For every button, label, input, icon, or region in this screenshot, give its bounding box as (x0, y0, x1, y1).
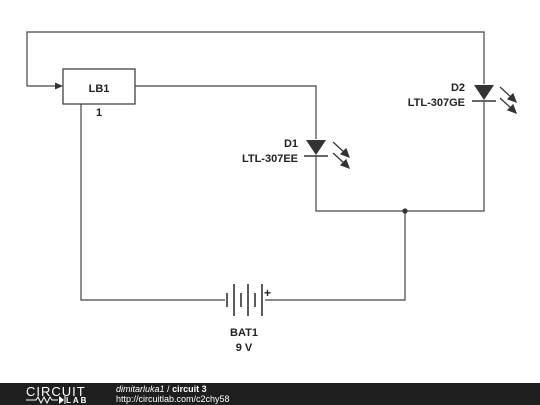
lb1-component[interactable]: LB1 1 (62, 68, 136, 119)
d2-emission-arrows-icon (499, 86, 518, 115)
battery-bg (225, 283, 265, 317)
arrow-into-lb1 (55, 82, 63, 90)
d1-led[interactable]: D1 LTL-307EE (242, 138, 351, 170)
bat1-name-label: BAT1 (230, 327, 258, 339)
d1-name-label: D1 (284, 138, 298, 150)
circuit-url-link[interactable]: http://circuitlab.com/c2chy58 (116, 394, 230, 404)
logo-resistor-icon (26, 395, 66, 405)
wire-junction-d2 (405, 102, 485, 212)
d1-part-label: LTL-307EE (242, 153, 298, 165)
lb1-box (62, 68, 136, 105)
wires (26, 31, 485, 301)
d1-emission-arrows-icon (332, 141, 351, 170)
d2-led-triangle-icon (474, 85, 494, 100)
bat1-value-label: 9 V (236, 342, 253, 354)
wire-d1-junction (315, 156, 405, 212)
circuitlab-logo[interactable]: CIRCUIT LAB (26, 384, 106, 405)
d2-name-label: D2 (451, 82, 465, 94)
wire-bat-lb1 (80, 104, 227, 301)
logo-top-text: CIRCUIT (26, 384, 86, 399)
d1-led-triangle-icon (306, 140, 326, 155)
wire-junction-bat (262, 211, 406, 301)
junction-dot (402, 208, 408, 214)
wire-lb1-d1 (135, 85, 317, 139)
footer-bar: CIRCUIT LAB dimitarluka1 / circuit 3 htt… (0, 383, 540, 405)
bat1-battery[interactable]: + BAT1 9 V (225, 283, 271, 354)
credits: dimitarluka1 / circuit 3 http://circuitl… (116, 384, 230, 404)
d2-part-label: LTL-307GE (408, 97, 465, 109)
d2-led[interactable]: D2 LTL-307GE (408, 82, 518, 115)
schematic-canvas: LB1 1 D1 LTL-307EE (26, 31, 518, 354)
credits-separator: / (167, 384, 170, 394)
wire-top-loop (26, 31, 485, 87)
author-link[interactable]: dimitarluka1 (116, 384, 165, 394)
battery-cells-icon (226, 284, 263, 316)
lb1-pin-label: 1 (96, 107, 102, 119)
lb1-label: LB1 (89, 83, 110, 95)
circuit-title: circuit 3 (172, 384, 207, 394)
logo-bottom-text: LAB (66, 396, 89, 405)
schematic-diagram: LB1 1 D1 LTL-307EE (26, 31, 518, 354)
bat1-polarity-label: + (264, 286, 271, 300)
